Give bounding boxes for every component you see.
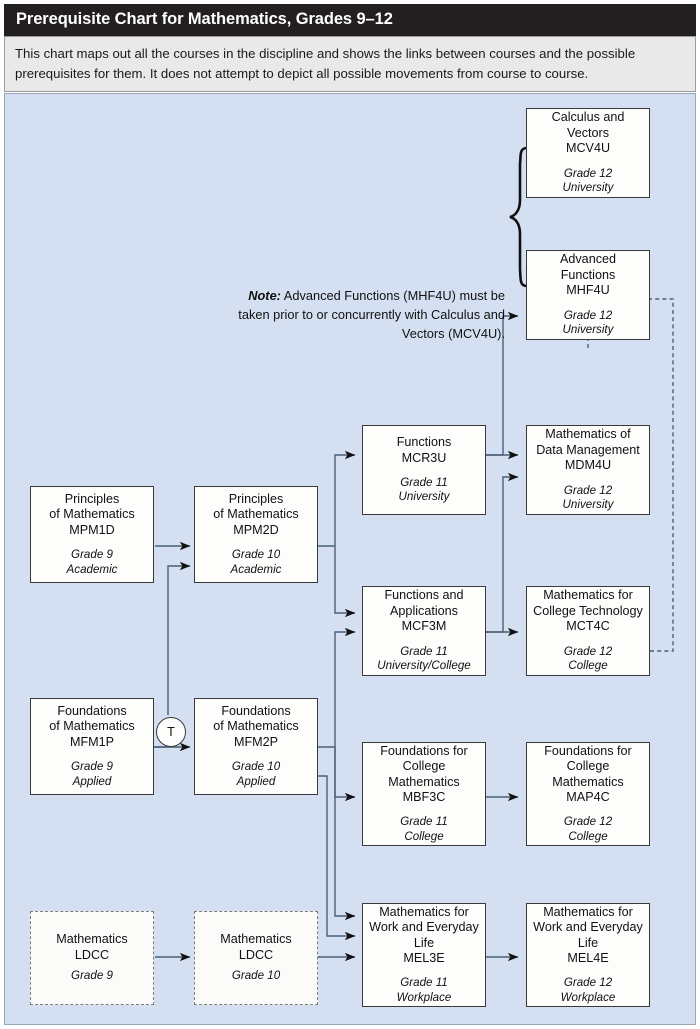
- course-title: Calculus and Vectors: [551, 110, 625, 140]
- course-code: MCF3M: [401, 619, 447, 634]
- course-node-mel4e[interactable]: Mathematics for Work and Everyday Life M…: [526, 903, 650, 1007]
- course-title: Foundations for College Mathematics: [380, 743, 468, 789]
- course-title: Functions and Applications: [384, 588, 464, 618]
- note-label: Note:: [248, 288, 281, 303]
- course-node-mpm1d[interactable]: Principles of Mathematics MPM1D Grade 9 …: [30, 486, 154, 583]
- chart-note: Note: Advanced Functions (MHF4U) must be…: [231, 286, 505, 343]
- course-level: Grade 9: [71, 969, 113, 983]
- course-node-mcr3u[interactable]: Functions MCR3U Grade 11 University: [362, 425, 486, 515]
- course-title: Mathematics for College Technology: [533, 588, 643, 618]
- course-title: Foundations for College Mathematics: [544, 743, 632, 789]
- course-code: MPM2D: [233, 522, 279, 537]
- group-brace: [509, 146, 529, 288]
- edge-t-to-mpm2d: [167, 561, 191, 715]
- course-level: Grade 9 Academic: [66, 548, 118, 576]
- course-title: Principles of Mathematics: [213, 491, 299, 522]
- course-level: Grade 11 University/College: [377, 644, 471, 673]
- edge-mcf3m-to-mdm4u: [486, 472, 519, 633]
- course-level: Grade 11 Workplace: [396, 976, 452, 1004]
- course-node-mcv4u[interactable]: Calculus and Vectors MCV4U Grade 12 Univ…: [526, 108, 650, 198]
- course-level: Grade 11 University: [398, 476, 450, 504]
- course-title: Advanced Functions: [559, 252, 616, 282]
- course-level: Grade 12 Workplace: [560, 976, 616, 1004]
- course-level: Grade 12 University: [562, 483, 614, 512]
- title-bar: Prerequisite Chart for Mathematics, Grad…: [4, 4, 696, 36]
- course-node-mct4c[interactable]: Mathematics for College Technology MCT4C…: [526, 586, 650, 676]
- course-code: MCT4C: [566, 619, 610, 634]
- course-node-mcf3m[interactable]: Functions and Applications MCF3M Grade 1…: [362, 586, 486, 676]
- course-code: MEL3E: [403, 951, 445, 965]
- course-node-mfm2p[interactable]: Foundations of Mathematics MFM2P Grade 1…: [194, 698, 318, 795]
- course-node-ldcc-grade10[interactable]: Mathematics LDCC Grade 10: [194, 911, 318, 1005]
- course-code: MAP4C: [566, 790, 610, 804]
- course-code: MPM1D: [69, 522, 115, 537]
- course-code: LDCC: [74, 947, 110, 962]
- edge-mfm2p-to-mel3e: [334, 747, 356, 921]
- transfer-junction-node[interactable]: T: [156, 717, 186, 747]
- course-node-ldcc-grade9[interactable]: Mathematics LDCC Grade 9: [30, 911, 154, 1005]
- course-level: Grade 12 University: [562, 166, 614, 195]
- course-level: Grade 10 Academic: [230, 548, 282, 576]
- course-code: MCV4U: [565, 141, 611, 156]
- course-level: Grade 12 University: [562, 308, 614, 337]
- course-level: Grade 12 College: [563, 644, 613, 673]
- course-node-map4c[interactable]: Foundations for College Mathematics MAP4…: [526, 742, 650, 846]
- course-level: Grade 10 Applied: [231, 760, 281, 788]
- edge-mfm2p-to-mbf3c: [334, 747, 356, 802]
- course-title: Mathematics for Work and Everyday Life: [369, 904, 479, 950]
- edge-mpm2d-to-mcr3u: [318, 450, 356, 547]
- transfer-junction-label: T: [167, 725, 175, 739]
- course-node-mbf3c[interactable]: Foundations for College Mathematics MBF3…: [362, 742, 486, 846]
- course-code: MDM4U: [564, 458, 612, 473]
- course-title: Mathematics of Data Management: [536, 427, 640, 457]
- course-code: MFM1P: [69, 734, 115, 749]
- course-code: MFM2P: [233, 734, 279, 749]
- edge-mfm2p-to-mcf3m: [318, 627, 356, 748]
- course-node-mdm4u[interactable]: Mathematics of Data Management MDM4U Gra…: [526, 425, 650, 515]
- course-code: MCR3U: [401, 450, 447, 465]
- course-title: Mathematics: [56, 932, 128, 947]
- course-level: Grade 12 College: [563, 815, 613, 843]
- course-node-mhf4u[interactable]: Advanced Functions MHF4U Grade 12 Univer…: [526, 250, 650, 340]
- course-title: Foundations of Mathematics: [213, 703, 299, 734]
- course-title: Mathematics for Work and Everyday Life: [533, 904, 643, 950]
- course-node-mfm1p[interactable]: Foundations of Mathematics MFM1P Grade 9…: [30, 698, 154, 795]
- chart-canvas: Calculus and Vectors MCV4U Grade 12 Univ…: [4, 93, 696, 1025]
- course-level: Grade 10: [231, 969, 281, 983]
- course-level: Grade 9 Applied: [71, 760, 113, 788]
- course-node-mpm2d[interactable]: Principles of Mathematics MPM2D Grade 10…: [194, 486, 318, 583]
- description-bar: This chart maps out all the courses in t…: [4, 36, 696, 92]
- edge-mpm2d-to-mcf3m: [334, 546, 356, 618]
- edge-mfm2p-to-mel3e-alt: [318, 775, 356, 941]
- page-title: Prerequisite Chart for Mathematics, Grad…: [16, 10, 393, 28]
- note-text: Advanced Functions (MHF4U) must be taken…: [238, 288, 505, 341]
- course-code: MBF3C: [402, 790, 446, 804]
- course-title: Principles of Mathematics: [49, 491, 135, 522]
- course-code: LDCC: [238, 947, 274, 962]
- course-title: Mathematics: [220, 932, 292, 947]
- course-node-mel3e[interactable]: Mathematics for Work and Everyday Life M…: [362, 903, 486, 1007]
- description-text: This chart maps out all the courses in t…: [15, 46, 636, 81]
- course-title: Functions: [396, 435, 452, 450]
- course-code: MHF4U: [566, 283, 610, 298]
- course-title: Foundations of Mathematics: [49, 703, 135, 734]
- course-code: MEL4E: [567, 951, 609, 965]
- course-level: Grade 11 College: [400, 815, 448, 843]
